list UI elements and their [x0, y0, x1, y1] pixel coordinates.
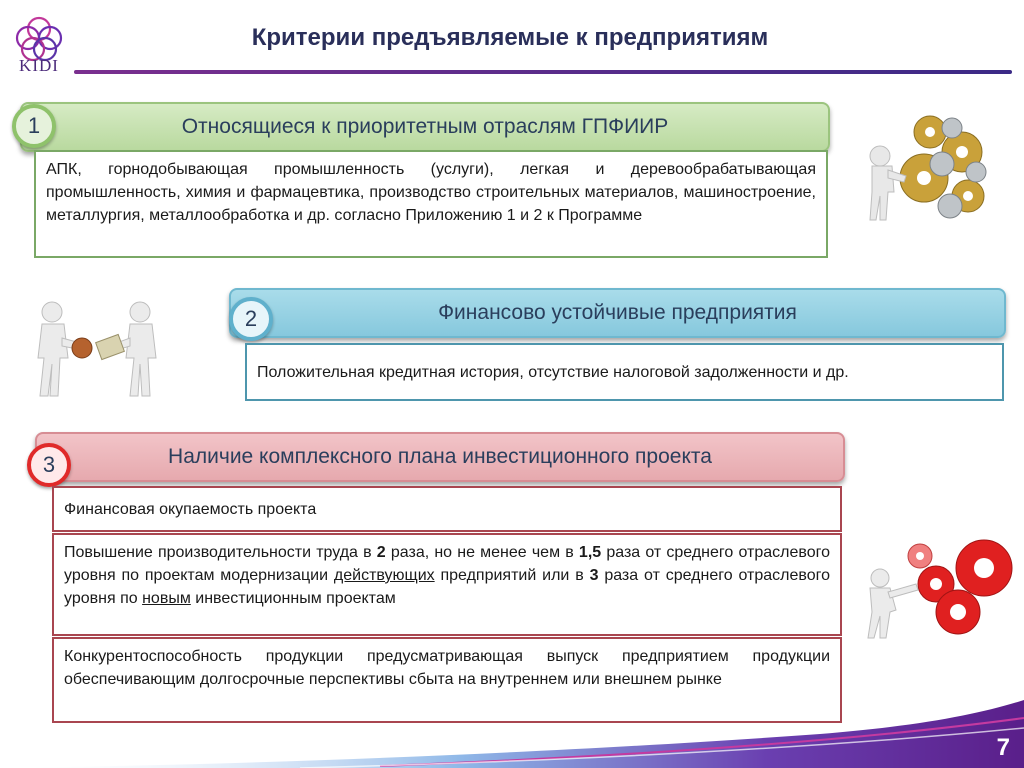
- section-2-heading: Финансово устойчивые предприятия: [229, 288, 1006, 338]
- row-text-part: раза, но не менее чем в: [385, 544, 579, 561]
- section-2-body-text: Положительная кредитная история, отсутст…: [257, 363, 849, 381]
- row-text: Финансовая окупаемость проекта: [64, 500, 317, 518]
- page-title: Критерии предъявляемые к предприятиям: [251, 24, 769, 51]
- exchange-figures-illustration: [37, 301, 157, 397]
- section-3-row-competitiveness: Конкурентоспособность продукции предусма…: [52, 637, 842, 723]
- section-3-row-payback: Финансовая окупаемость проекта: [52, 486, 842, 532]
- row-text-part: Повышение производительности труда в: [64, 544, 377, 561]
- title-underline: [74, 70, 1012, 74]
- footer-swoosh-decoration: [0, 700, 1024, 768]
- section-1-body: АПК, горнодобывающая промышленность (усл…: [34, 150, 828, 258]
- row-text-part: инвестиционным проектам: [190, 590, 396, 607]
- underlined-word: новым: [142, 590, 191, 607]
- section-3-row-productivity: Повышение производительности труда в 2 р…: [52, 533, 842, 636]
- section-3-heading: Наличие комплексного плана инвестиционно…: [35, 432, 845, 482]
- row-text-part: предприятий или в: [434, 567, 590, 584]
- kidi-logo-icon: [15, 16, 63, 62]
- row-text-part: раза от среднего отраслевого уровня по: [64, 567, 830, 607]
- section-1-heading: Относящиеся к приоритетным отраслям ГПФИ…: [20, 102, 830, 152]
- section-2-body: Положительная кредитная история, отсутст…: [245, 343, 1004, 401]
- page-number: 7: [996, 734, 1010, 761]
- bold-value: 3: [589, 567, 599, 584]
- section-3-number-badge: 3: [27, 443, 71, 487]
- bold-value: 1,5: [578, 544, 602, 561]
- bold-value: 2: [376, 544, 386, 561]
- row-text-part: раза от среднего отраслевого уровня по п…: [64, 544, 830, 584]
- red-gears-figure-illustration: [867, 539, 1013, 639]
- logo-text: KIDI: [19, 56, 59, 75]
- section-1-number-badge: 1: [12, 104, 56, 148]
- underlined-word: действующих: [333, 567, 435, 584]
- gears-figure-illustration: [869, 115, 987, 221]
- section-2-number-badge: 2: [229, 297, 273, 341]
